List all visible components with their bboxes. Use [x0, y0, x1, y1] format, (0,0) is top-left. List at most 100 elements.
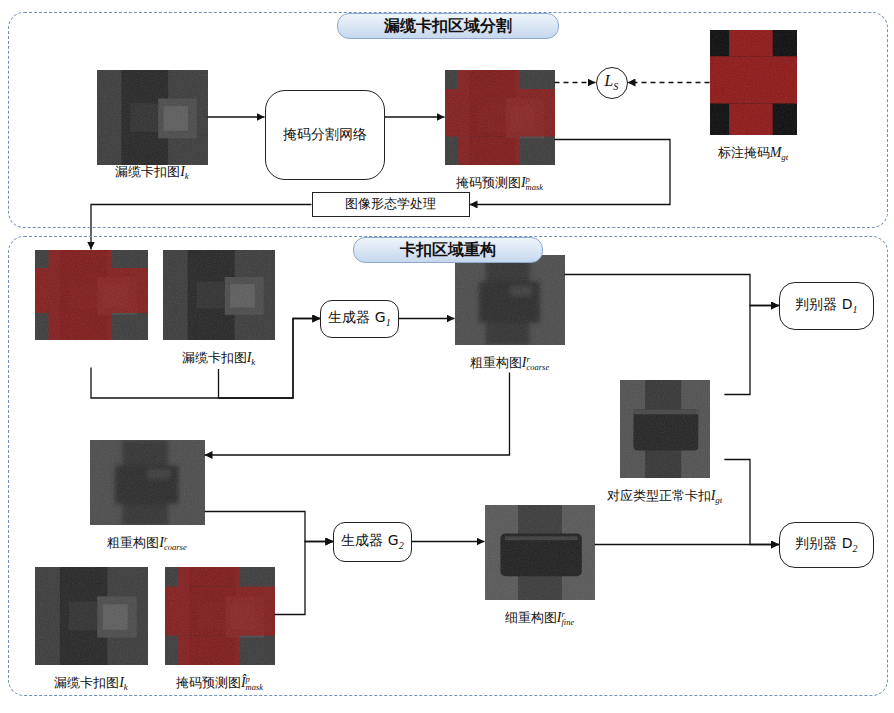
photo-grain [710, 30, 797, 135]
box-label: 判别器 D1 [795, 295, 857, 316]
photo-grain [35, 250, 148, 340]
math-scripts: rcoarse [527, 355, 550, 372]
image-caption: 漏缆卡扣图Ik [54, 674, 128, 693]
subscript: coarse [164, 543, 187, 552]
process-box: 图像形态学处理 [312, 192, 470, 217]
math-scripts: rcoarse [164, 535, 187, 552]
text-part: 生成器 G [328, 309, 385, 325]
math-symbol: I [159, 535, 164, 550]
image-panel: 标注掩码Mgt [710, 30, 797, 164]
photo [90, 440, 205, 525]
photo-patch [35, 250, 148, 340]
connector-arrow [470, 140, 671, 205]
connector-arrow [724, 306, 779, 395]
text-part: 对应类型正常卡扣 [607, 488, 711, 503]
photo-patch [90, 440, 205, 525]
connector-arrow [385, 116, 445, 117]
subscript: 2 [853, 543, 858, 554]
subscript: mask [526, 183, 543, 192]
text-part: 漏缆卡扣图 [115, 164, 180, 179]
math-symbol: M [770, 145, 782, 160]
superscript: r [561, 610, 574, 619]
photo-patch [620, 380, 710, 478]
subscript: gt [715, 495, 722, 505]
photo-grain [35, 567, 148, 665]
image-panel: 细重构图Irfine [485, 505, 595, 628]
math-scripts: pmask [526, 175, 543, 192]
image-caption: 对应类型正常卡扣Igt [607, 487, 723, 506]
loss-label: LS [605, 72, 619, 93]
image-caption: 粗重构图Ircoarse [107, 534, 186, 552]
image-caption: 标注掩码Mgt [718, 144, 789, 163]
subscript: fine [561, 618, 574, 627]
math-scripts: rfine [561, 610, 574, 627]
text-part: 细重构图 [505, 610, 557, 625]
superscript: p [526, 175, 543, 184]
connector-arrow [91, 204, 312, 249]
image-panel: 漏缆卡扣图Ik [163, 250, 275, 369]
subscript: k [185, 171, 189, 181]
connector-arrow [91, 319, 320, 399]
text-part: 判别器 D [795, 535, 852, 551]
photo [445, 70, 555, 165]
image-panel: 粗重构图Ircoarse [90, 440, 205, 553]
math-symbol: L [605, 72, 614, 89]
subscript: k [251, 357, 255, 367]
text-part: 标注掩码 [718, 145, 770, 160]
photo-patch [455, 255, 565, 345]
connector-arrow [205, 512, 334, 542]
region-panel: 掩码预测图Îpmask漏缆卡扣图Ik生成器 G1粗重构图Ircoarse判别器 … [8, 236, 888, 696]
math-symbol: I [522, 355, 527, 370]
image-caption: 细重构图Irfine [505, 609, 574, 627]
subscript: 1 [853, 304, 858, 315]
math-scripts: pmask [246, 675, 263, 692]
box-label: 判别器 D2 [795, 534, 857, 555]
photo-grain [455, 255, 565, 345]
loss-circle: LS [596, 67, 628, 99]
connector-arrow [724, 460, 779, 545]
image-caption: 漏缆卡扣图Ik [182, 349, 256, 368]
subscript: 2 [399, 540, 404, 551]
subscript: k [124, 682, 128, 692]
math-symbol: I [521, 175, 526, 190]
connector-arrow [205, 373, 510, 456]
region-title: 卡扣区域重构 [353, 237, 543, 263]
connector-arrow [399, 318, 455, 319]
connector-arrow [628, 82, 710, 83]
image-caption: 掩码预测图Ipmask [456, 174, 543, 192]
text-part: 掩码预测图 [176, 675, 241, 690]
photo-patch [97, 70, 208, 165]
process-box: 判别器 D1 [779, 282, 874, 330]
box-label: 生成器 G1 [328, 308, 390, 329]
region-panel: 漏缆卡扣图Ik掩码分割网络掩码预测图IpmaskLS标注掩码Mgt图像形态学处理… [8, 12, 888, 228]
photo [710, 30, 797, 135]
math-symbol: I [180, 164, 185, 179]
superscript: r [527, 355, 550, 364]
image-caption: 粗重构图Ircoarse [470, 354, 549, 372]
photo [620, 380, 710, 478]
subscript: S [613, 81, 618, 92]
image-panel: 漏缆卡扣图Ik [35, 567, 148, 694]
connector-arrow [275, 542, 334, 615]
math-symbol: I [711, 488, 716, 503]
subscript: gt [781, 152, 788, 162]
photo [97, 70, 208, 165]
text-part: 粗重构图 [107, 535, 159, 550]
box-label: 掩码分割网络 [283, 125, 367, 143]
process-box: 生成器 G2 [333, 522, 411, 562]
photo-patch [485, 505, 595, 600]
region-title: 漏缆卡扣区域分割 [337, 13, 559, 39]
box-label: 生成器 G2 [341, 531, 403, 552]
image-panel: 对应类型正常卡扣Igt [605, 380, 725, 507]
photo [455, 255, 565, 345]
image-caption: 掩码预测图Îpmask [176, 674, 263, 692]
text-part: 判别器 D [795, 296, 852, 312]
photo-grain [90, 440, 205, 525]
connector-arrow [208, 116, 265, 117]
text-part: 漏缆卡扣图 [54, 675, 119, 690]
text-part: 粗重构图 [470, 355, 522, 370]
photo-patch [35, 567, 148, 665]
